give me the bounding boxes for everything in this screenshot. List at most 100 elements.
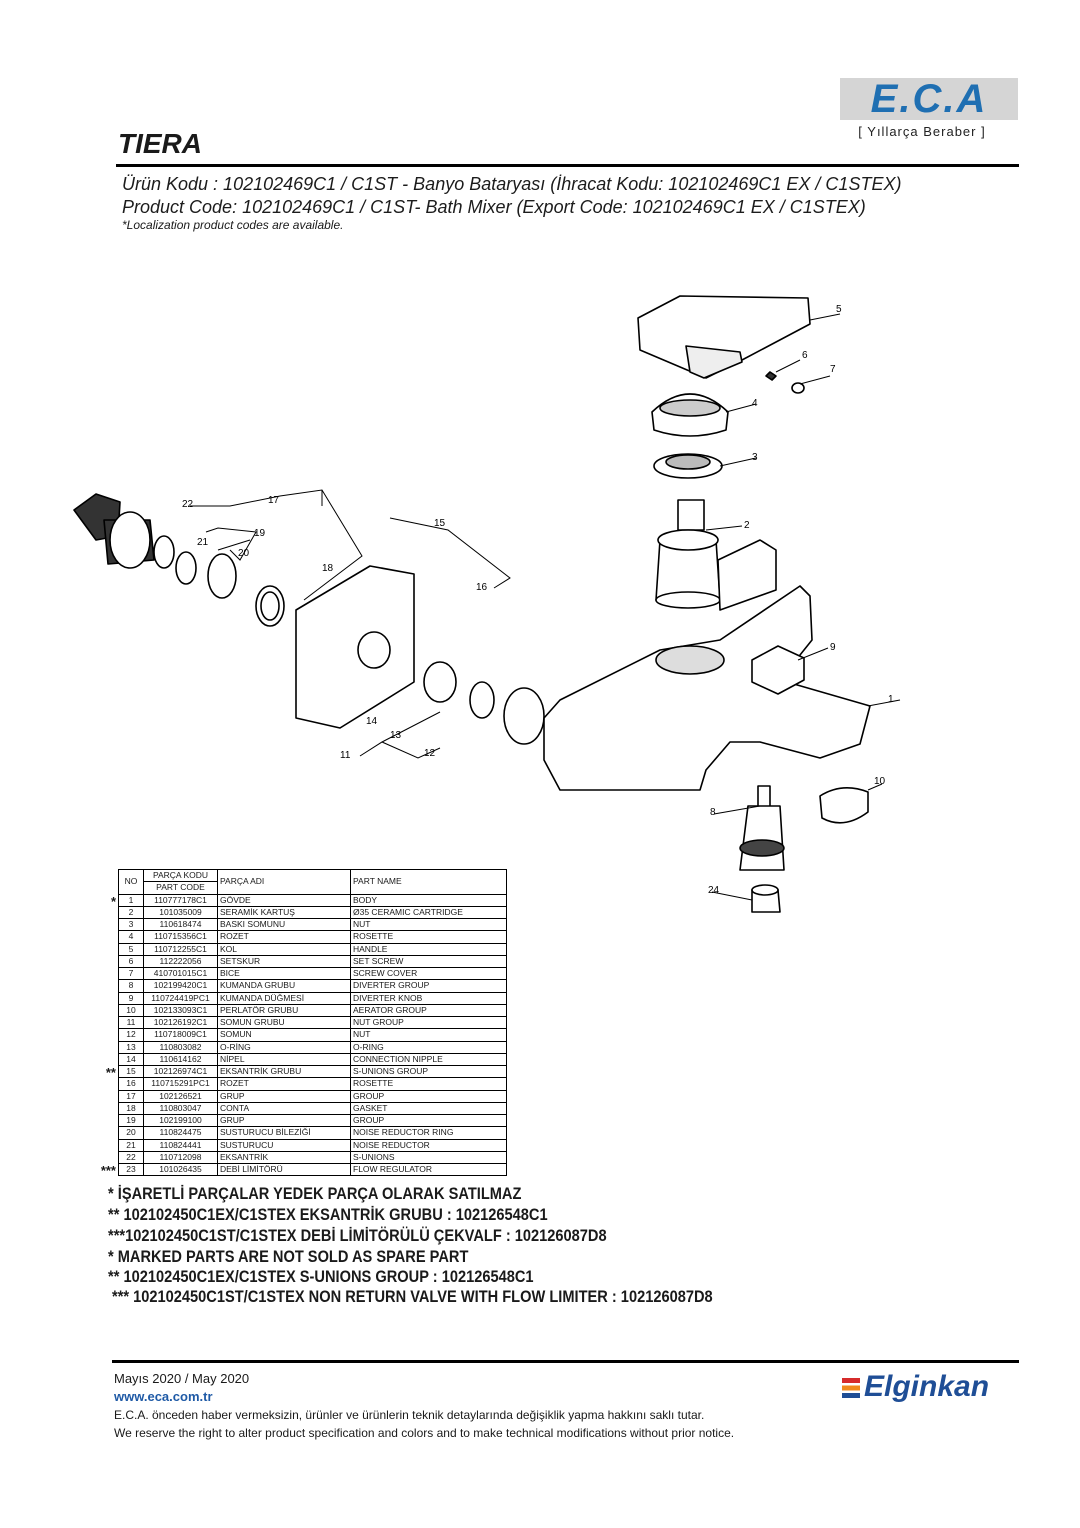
footer-website-link[interactable]: www.eca.com.tr [114, 1389, 213, 1404]
part-aerator [819, 787, 869, 824]
cell-no: 13 [118, 1040, 144, 1054]
cell-part-name-en: NUT [350, 917, 507, 932]
cell-part-name-en: CONNECTION NIPPLE [350, 1052, 507, 1067]
exploded-parts-diagram: 5 6 7 4 3 2 9 1 10 8 24 22 17 19 21 20 1… [73, 295, 901, 913]
cell-no: 2 [118, 905, 144, 920]
cell-part-code: 112222056 [143, 954, 218, 969]
callout-22: 22 [182, 499, 194, 510]
callout-11: 11 [340, 750, 351, 761]
part-noise-reductor [175, 551, 197, 585]
part-o-ring [469, 681, 495, 719]
callout-1: 1 [888, 694, 894, 705]
callout-20: 20 [238, 548, 250, 559]
eca-tagline: [ Yıllarça Beraber ] [858, 124, 986, 139]
cell-part-name-tr: BASKI SOMUNU [217, 917, 351, 932]
footer-disclaimer-en: We reserve the right to alter product sp… [114, 1426, 735, 1440]
cell-part-name-tr: SERAMİK KARTUŞ [217, 905, 351, 920]
cell-no: 15 [118, 1064, 144, 1079]
cell-part-name-en: S-UNIONS GROUP [350, 1064, 507, 1079]
cell-part-name-tr: SUSTURUCU [217, 1138, 351, 1152]
cell-no: 18 [118, 1101, 144, 1116]
table-header-row: PART CODE [119, 881, 507, 895]
cell-part-name-tr: NİPEL [217, 1052, 351, 1067]
cell-part-code: 110715291PC1 [143, 1077, 218, 1091]
cell-part-code: 110824475 [143, 1126, 218, 1140]
header-no: NO [118, 869, 144, 895]
callout-16: 16 [476, 582, 488, 593]
cell-no: 7 [118, 966, 144, 981]
cell-part-code: 102126192C1 [143, 1015, 218, 1030]
cell-part-name-en: AERATOR GROUP [350, 1003, 507, 1018]
cell-part-code: 110718009C1 [143, 1028, 218, 1042]
cell-part-name-en: NUT GROUP [350, 1015, 507, 1030]
callout-15: 15 [434, 518, 446, 529]
header-name-en: PART NAME [350, 869, 507, 895]
note-line: * MARKED PARTS ARE NOT SOLD AS SPARE PAR… [108, 1247, 469, 1266]
callout-9: 9 [830, 642, 836, 653]
note-line: ** 102102450C1EX/C1STEX EKSANTRİK GRUBU … [108, 1205, 548, 1224]
cell-part-name-tr: O-RİNG [217, 1040, 351, 1054]
callout-14: 14 [366, 716, 378, 727]
cell-no: 16 [118, 1077, 144, 1091]
cell-part-code: 110715356C1 [143, 930, 218, 944]
cell-part-name-tr: KUMANDA DÜĞMESİ [217, 991, 351, 1005]
part-diverter-knob [751, 645, 805, 695]
cell-part-name-en: GASKET [350, 1101, 507, 1116]
cell-no: 8 [118, 979, 144, 993]
cell-part-name-tr: SOMUN GRUBU [217, 1015, 351, 1030]
cell-no: 6 [118, 954, 144, 969]
callout-19: 19 [254, 528, 266, 539]
header-divider [116, 164, 1019, 167]
cell-no: 11 [118, 1015, 144, 1030]
cell-part-name-tr: SETSKUR [217, 954, 351, 969]
cell-part-name-tr: EKSANTRİK GRUBU [217, 1064, 351, 1079]
cell-part-code: 101035009 [143, 905, 218, 920]
cell-part-name-tr: CONTA [217, 1101, 351, 1116]
cell-part-name-en: O-RING [350, 1040, 507, 1054]
part-body [543, 585, 871, 791]
cell-part-name-tr: BICE [217, 966, 351, 981]
cell-no: 21 [118, 1138, 144, 1152]
product-code-tr: Ürün Kodu : 102102469C1 / C1ST - Banyo B… [122, 174, 902, 194]
cell-no: 12 [118, 1028, 144, 1042]
cell-part-code: 102199420C1 [143, 979, 218, 993]
part-union-nut [503, 687, 545, 745]
cell-part-name-en: ROSETTE [350, 930, 507, 944]
cell-part-name-en: BODY [350, 893, 507, 907]
callout-8: 8 [710, 807, 716, 818]
not-spare-part-marker: * [110, 893, 116, 909]
cell-no: 22 [118, 1150, 144, 1165]
callout-12: 12 [424, 748, 436, 759]
cell-part-code: 102126521 [143, 1089, 218, 1103]
cell-part-code: 410701015C1 [143, 966, 218, 981]
cell-part-name-en: NOISE REDUCTOR RING [350, 1126, 507, 1140]
cell-part-name-en: NUT [350, 1028, 507, 1042]
cell-part-name-tr: GRUP [217, 1089, 351, 1103]
part-diverter-group [739, 805, 785, 871]
cell-part-code: 110803047 [143, 1101, 218, 1116]
header-code-tr: PARÇA KODU [143, 868, 218, 883]
cell-part-name-tr: EKSANTRİK [217, 1150, 351, 1165]
cell-part-code: 102126974C1 [143, 1064, 218, 1079]
cell-part-name-en: SCREW COVER [350, 966, 507, 981]
note-line: * İŞARETLİ PARÇALAR YEDEK PARÇA OLARAK S… [108, 1184, 522, 1203]
cell-part-name-tr: KUMANDA GRUBU [217, 979, 351, 993]
elginkan-logo: Elginkan [842, 1370, 989, 1404]
cell-part-name-en: GROUP [350, 1089, 507, 1103]
cell-part-name-tr: SUSTURUCU BİLEZİĞİ [217, 1126, 351, 1140]
cell-no: 19 [118, 1113, 144, 1128]
callout-13: 13 [390, 730, 402, 741]
